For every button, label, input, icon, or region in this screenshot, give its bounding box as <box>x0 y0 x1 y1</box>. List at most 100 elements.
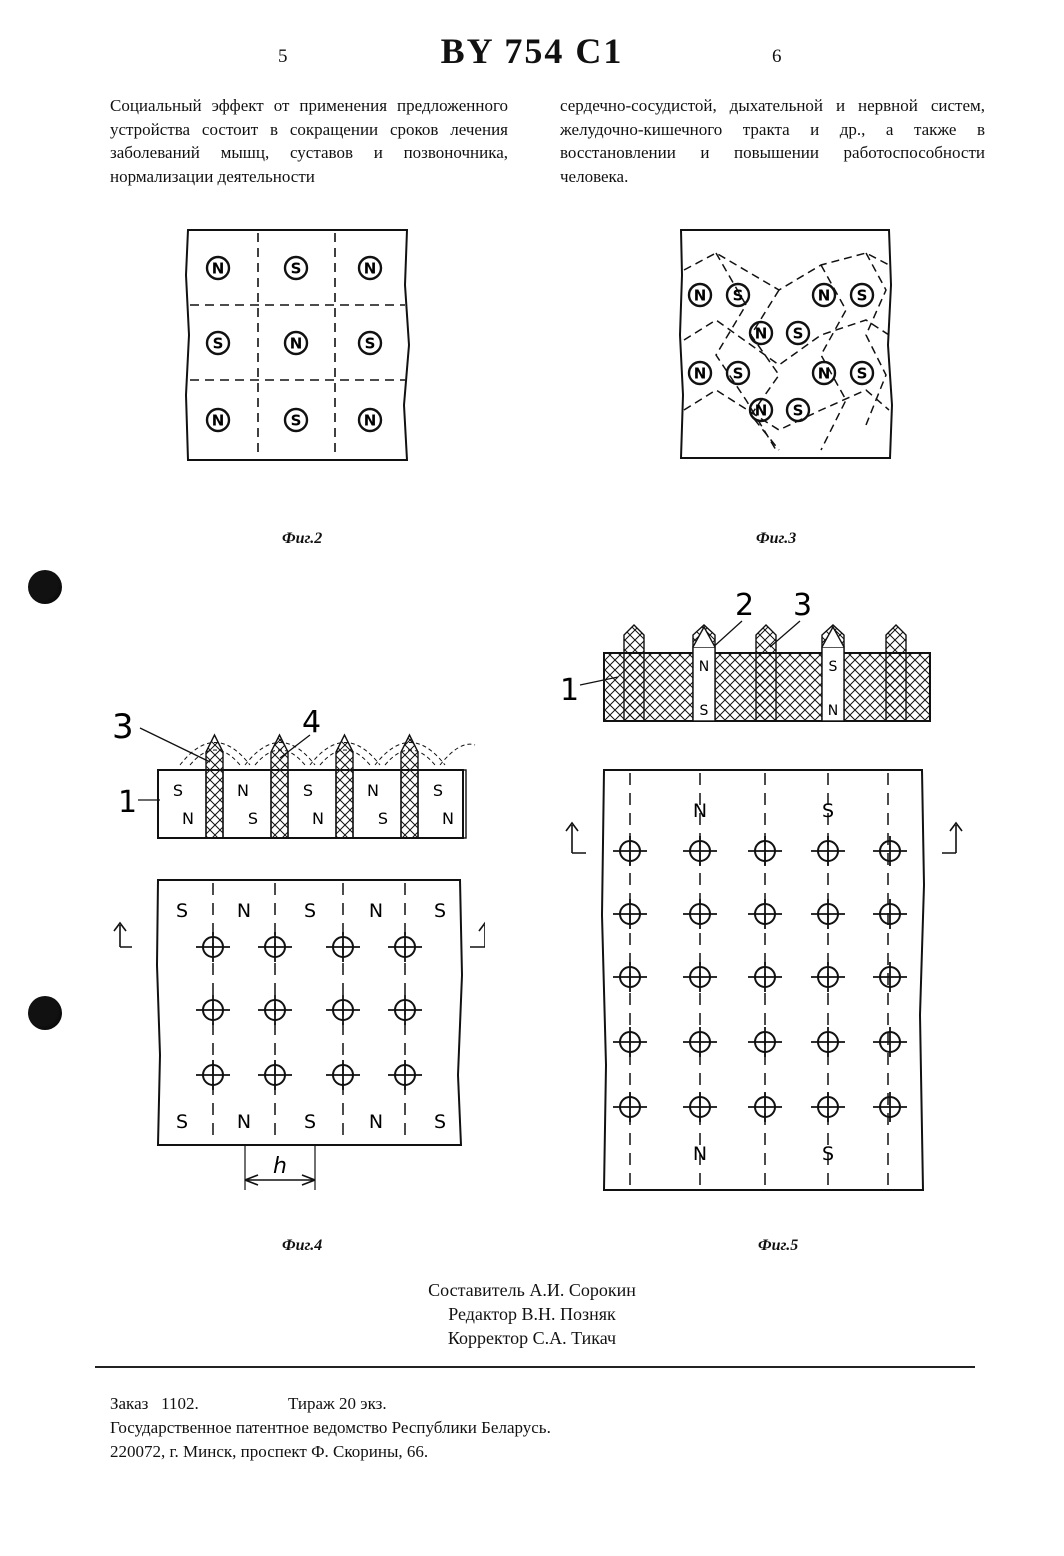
caption-fig-2: Фиг.2 <box>282 530 322 548</box>
pole-marker-s: S <box>727 284 749 306</box>
pole-label-top: S <box>304 900 316 922</box>
needle-hole <box>748 962 782 992</box>
needle-hole <box>873 1027 907 1057</box>
svg-text:S: S <box>793 402 804 420</box>
spike-base <box>336 770 353 838</box>
needle-hole <box>811 1092 845 1122</box>
spike-tip <box>886 625 906 653</box>
svg-text:S: S <box>213 335 224 353</box>
pole-marker-s: S <box>207 332 229 354</box>
credit-corrector: Корректор С.А. Тикач <box>0 1326 1064 1350</box>
svg-text:S: S <box>291 260 302 278</box>
needle-hole <box>613 836 647 866</box>
pole-label-bottom: N <box>369 1111 383 1133</box>
svg-text:N: N <box>290 335 303 353</box>
needle-hole <box>258 995 292 1025</box>
pole-marker-n: N <box>207 409 229 431</box>
magnet-pole-top: N <box>699 659 709 675</box>
magnet-pole-bottom: N <box>828 703 838 719</box>
svg-text:S: S <box>733 365 744 383</box>
pole-label-bottom: S <box>822 1143 834 1165</box>
needle-hole <box>683 962 717 992</box>
footer-order-line: Заказ 1102. Тираж 20 экз. <box>110 1392 551 1416</box>
needle-hole <box>748 899 782 929</box>
pole-label-bottom: S <box>176 1111 188 1133</box>
pole-marker-n: N <box>359 257 381 279</box>
pole-marker-s: S <box>787 322 809 344</box>
needle-hole <box>683 899 717 929</box>
pole-label-bottom: N <box>237 1111 251 1133</box>
callout-1: 1 <box>118 785 137 820</box>
pole-marker-n: N <box>750 399 772 421</box>
spike-base <box>206 770 223 838</box>
pole-marker-s: S <box>285 409 307 431</box>
spike-tip <box>756 625 776 653</box>
svg-text:N: N <box>212 260 225 278</box>
figure-4-section: 3 4 1 SNNSSNNSSN <box>110 700 480 850</box>
pole-label-top: S <box>434 900 446 922</box>
footer-office: Государственное патентное ведомство Респ… <box>110 1416 551 1440</box>
credits-block: Составитель А.И. Сорокин Редактор В.Н. П… <box>0 1278 1064 1350</box>
needle-hole <box>613 962 647 992</box>
pole-marker-s: S <box>727 362 749 384</box>
pole-label-top: N <box>237 900 251 922</box>
caption-fig-4: Фиг.4 <box>282 1237 322 1255</box>
order-number: Заказ 1102. <box>110 1394 199 1413</box>
needle-hole <box>613 1092 647 1122</box>
spike-tip <box>206 735 223 770</box>
text-column-right: сердечно-сосудистой, дыхательной и нервн… <box>560 94 985 188</box>
pole-marker-n: N <box>207 257 229 279</box>
spike-base <box>624 653 644 721</box>
footer-divider <box>95 1366 975 1368</box>
figure-4-plan: SNSNSSNSNS h <box>110 875 485 1195</box>
magnet-pole-top: N <box>237 781 249 800</box>
caption-fig-5: Фиг.5 <box>758 1237 798 1255</box>
pole-marker-s: S <box>851 362 873 384</box>
svg-text:S: S <box>733 287 744 305</box>
pole-label-top: N <box>369 900 383 922</box>
needle-hole <box>388 932 422 962</box>
spike-tip <box>624 625 644 653</box>
magnet-pole-top: S <box>173 781 183 800</box>
magnet-pole-top: N <box>367 781 379 800</box>
figure-5-section: 2 3 1 NSSN <box>560 585 940 730</box>
pole-label-bottom: S <box>434 1111 446 1133</box>
svg-text:N: N <box>364 412 377 430</box>
svg-text:N: N <box>364 260 377 278</box>
pole-label-bottom: S <box>304 1111 316 1133</box>
pole-marker-n: N <box>689 284 711 306</box>
spike-base <box>886 653 906 721</box>
callout-3: 3 <box>112 707 134 747</box>
pole-label-top: S <box>176 900 188 922</box>
magnet-pole-bottom: S <box>378 809 388 828</box>
svg-text:N: N <box>212 412 225 430</box>
footer-address: 220072, г. Минск, проспект Ф. Скорины, 6… <box>110 1440 551 1464</box>
needle-hole <box>811 836 845 866</box>
svg-text:S: S <box>857 287 868 305</box>
pole-marker-s: S <box>787 399 809 421</box>
callout-3-fig5: 3 <box>793 588 812 623</box>
svg-text:N: N <box>755 402 768 420</box>
pole-label-bottom: N <box>693 1143 707 1165</box>
page-number-right: 6 <box>772 46 782 68</box>
punch-hole-bottom <box>28 996 62 1030</box>
needle-hole <box>326 932 360 962</box>
pole-marker-s: S <box>359 332 381 354</box>
svg-text:S: S <box>365 335 376 353</box>
pole-label-top: N <box>693 800 707 822</box>
circulation: Тираж 20 экз. <box>288 1394 387 1413</box>
needle-hole <box>873 899 907 929</box>
figure-3: NSNSNSNSNSNS <box>676 225 896 465</box>
needle-hole <box>388 995 422 1025</box>
figure-5-plan: NSNS <box>560 765 970 1195</box>
callout-2: 2 <box>735 588 754 623</box>
pole-marker-n: N <box>359 409 381 431</box>
spike-base <box>271 770 288 838</box>
magnet-pole-top: S <box>829 659 838 675</box>
magnet-pole-bottom: S <box>248 809 258 828</box>
magnet-pole-bottom: N <box>182 809 194 828</box>
svg-text:S: S <box>291 412 302 430</box>
svg-text:S: S <box>857 365 868 383</box>
callout-1-fig5: 1 <box>560 673 579 708</box>
pole-marker-n: N <box>750 322 772 344</box>
